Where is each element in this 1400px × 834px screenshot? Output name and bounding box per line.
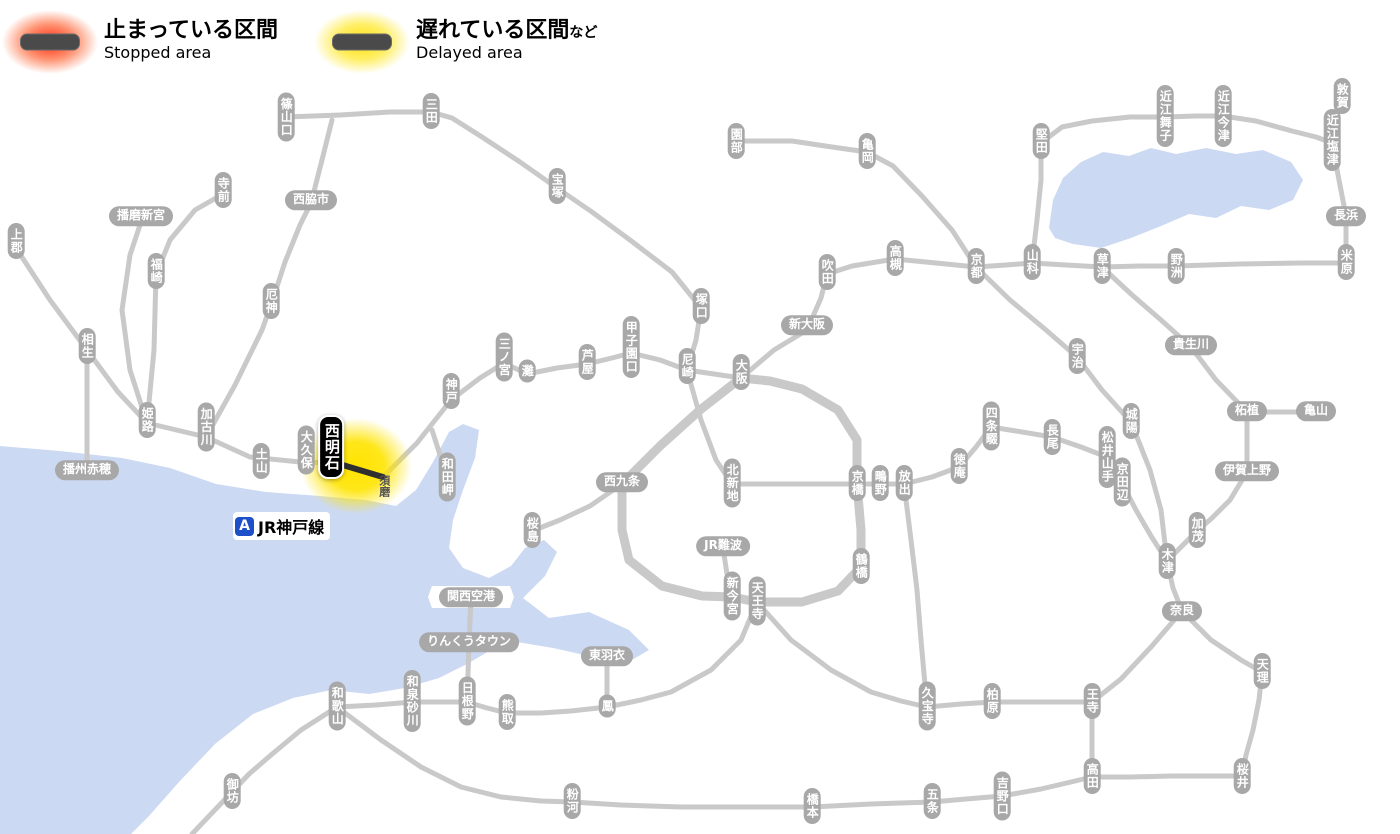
rail-line-iga-kamo: [1164, 409, 1250, 564]
stopped-area-sample-icon: [2, 10, 98, 74]
rail-line-sanyo-kobe-main: [13, 245, 744, 480]
rail-line-kusatsu: [1099, 264, 1250, 415]
line-symbol-a-icon: A: [235, 516, 254, 536]
rail-line-tozai: [684, 367, 860, 487]
rail-line-kisei: [189, 704, 340, 834]
rail-line-tokaido: [738, 256, 1349, 381]
legend-delayed-label-en: Delayed area: [416, 43, 523, 63]
water-lake-biwa: [1049, 148, 1303, 248]
line-name-text: JR神戸線: [258, 518, 325, 537]
legend-delayed-label-main: 遅れている区間: [416, 18, 570, 43]
rail-line-osaka-loop: [617, 373, 866, 607]
rail-line-kizu-nara: [1164, 558, 1185, 614]
rail-line-kosei: [1029, 113, 1335, 266]
jr-kobe-line-label: A JR神戸線: [233, 512, 331, 540]
rail-line-kakogawa: [203, 117, 335, 440]
rail-line-sakurai-line: [1179, 608, 1265, 780]
rail-line-sagano: [733, 138, 979, 270]
water-layer: [0, 148, 1303, 834]
rail-line-takada-sakurai: [1089, 773, 1245, 780]
rail-line-namba-branch: [720, 545, 735, 600]
rail-line-fukuchiyama: [283, 109, 704, 373]
rail-line-nara-line: [973, 264, 1170, 564]
legend: 止まっている区間 Stopped area 遅れている区間など Delayed …: [2, 10, 597, 74]
delay-highlight-layer: [300, 418, 412, 514]
rail-line-bantan: [144, 191, 226, 426]
legend-stopped-label-en: Stopped area: [104, 43, 212, 63]
legend-item-stopped: 止まっている区間 Stopped area: [2, 10, 278, 74]
stopped-line-bar: [20, 33, 80, 51]
water-osaka-bay: [0, 424, 649, 834]
rail-line-wakayama: [334, 704, 1095, 810]
legend-delayed-label-ja: 遅れている区間など: [416, 18, 597, 43]
rail-line-hokuriku: [1329, 94, 1349, 266]
rail-line-yumesaki: [529, 481, 625, 534]
delayed-line-bar: [332, 33, 393, 51]
rail-line-hanwa: [334, 599, 760, 716]
legend-delayed-label-suffix: など: [569, 25, 598, 41]
legend-item-delayed: 遅れている区間など Delayed area: [314, 10, 597, 74]
rail-line-osaka-higashi: [901, 481, 930, 710]
rail-line-yamatoji: [754, 599, 1185, 710]
rail-line-kishin: [119, 219, 150, 426]
delayed-area-sample-icon: [314, 10, 411, 74]
legend-stopped-label-ja: 止まっている区間: [104, 18, 279, 43]
